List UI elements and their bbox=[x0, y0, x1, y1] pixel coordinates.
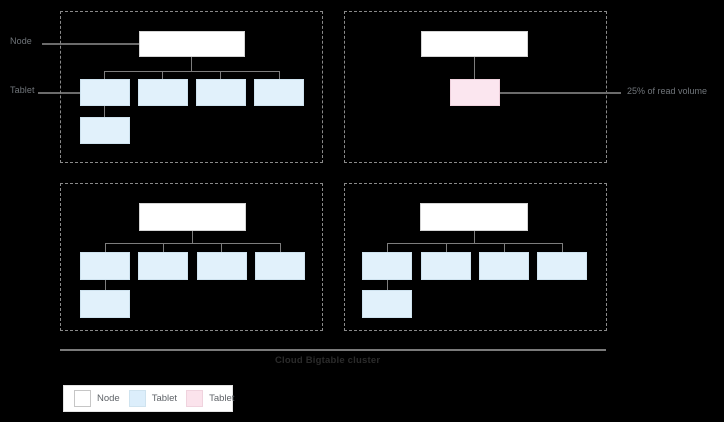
cluster-divider bbox=[60, 349, 606, 351]
tablet-box-3e[interactable] bbox=[80, 290, 130, 318]
legend-label-tablet: Tablet bbox=[151, 393, 178, 404]
side-label-tablet: Tablet bbox=[10, 85, 35, 95]
legend: Node Tablet Tablet bbox=[63, 385, 234, 412]
tablet-box-1c[interactable] bbox=[196, 79, 246, 106]
node-box-2[interactable] bbox=[421, 31, 528, 57]
connector-drop-1c bbox=[220, 71, 221, 79]
hot-tablet-box-2a[interactable] bbox=[450, 79, 500, 106]
connector-drop-1b bbox=[162, 71, 163, 79]
legend-item-hot-tablet[interactable]: Tablet bbox=[186, 390, 234, 407]
connector-drop-4e bbox=[387, 280, 388, 290]
cluster-caption: Cloud Bigtable cluster bbox=[275, 355, 381, 366]
connector-node4-stem bbox=[474, 231, 475, 243]
connector-drop-4d bbox=[562, 243, 563, 252]
tablet-box-1a[interactable] bbox=[80, 79, 130, 106]
node-box-3[interactable] bbox=[139, 203, 246, 231]
connector-drop-3d bbox=[280, 243, 281, 252]
tablet-box-3d[interactable] bbox=[255, 252, 305, 280]
legend-label-node: Node bbox=[97, 393, 120, 404]
tablet-box-1e[interactable] bbox=[80, 117, 130, 144]
node-panel-bottom-right bbox=[344, 183, 607, 331]
connector-node2-stem bbox=[474, 57, 475, 79]
tablet-box-4e[interactable] bbox=[362, 290, 412, 318]
tablet-box-1d[interactable] bbox=[254, 79, 304, 106]
connector-node4-bus bbox=[387, 243, 563, 244]
connector-node1-bus bbox=[104, 71, 279, 72]
connector-drop-3b bbox=[163, 243, 164, 252]
node-box-1[interactable] bbox=[139, 31, 245, 57]
hot-tablet-leader-line bbox=[500, 92, 621, 94]
legend-label-hot-tablet: Tablet bbox=[209, 393, 235, 404]
tablet-box-4b[interactable] bbox=[421, 252, 471, 280]
connector-drop-3e bbox=[105, 280, 106, 290]
tablet-box-4a[interactable] bbox=[362, 252, 412, 280]
node-panel-top-left bbox=[60, 11, 323, 163]
legend-item-node[interactable]: Node bbox=[74, 390, 120, 407]
connector-drop-4c bbox=[504, 243, 505, 252]
connector-node1-stem bbox=[191, 57, 192, 71]
tablet-box-3c[interactable] bbox=[197, 252, 247, 280]
node-panel-bottom-left bbox=[60, 183, 323, 331]
legend-swatch-hot-tablet-icon bbox=[186, 390, 204, 407]
tablet-box-3b[interactable] bbox=[138, 252, 188, 280]
connector-drop-1e bbox=[104, 106, 105, 117]
connector-drop-3c bbox=[221, 243, 222, 252]
hot-tablet-annotation: 25% of read volume bbox=[627, 86, 708, 96]
side-label-node-leader-line bbox=[42, 43, 142, 45]
legend-swatch-tablet-icon bbox=[128, 390, 146, 407]
connector-node3-bus bbox=[105, 243, 280, 244]
tablet-box-4c[interactable] bbox=[479, 252, 529, 280]
node-box-4[interactable] bbox=[420, 203, 528, 231]
legend-item-tablet[interactable]: Tablet bbox=[128, 390, 178, 407]
tablet-box-1b[interactable] bbox=[138, 79, 188, 106]
node-panel-top-right bbox=[344, 11, 607, 163]
connector-drop-3a bbox=[105, 243, 106, 252]
tablet-box-4d[interactable] bbox=[537, 252, 587, 280]
connector-node3-stem bbox=[192, 231, 193, 243]
connector-drop-1a bbox=[104, 71, 105, 79]
connector-drop-4b bbox=[446, 243, 447, 252]
side-label-node: Node bbox=[10, 36, 32, 46]
connector-drop-4a bbox=[387, 243, 388, 252]
legend-swatch-node-icon bbox=[74, 390, 91, 407]
connector-drop-1d bbox=[279, 71, 280, 79]
tablet-box-3a[interactable] bbox=[80, 252, 130, 280]
